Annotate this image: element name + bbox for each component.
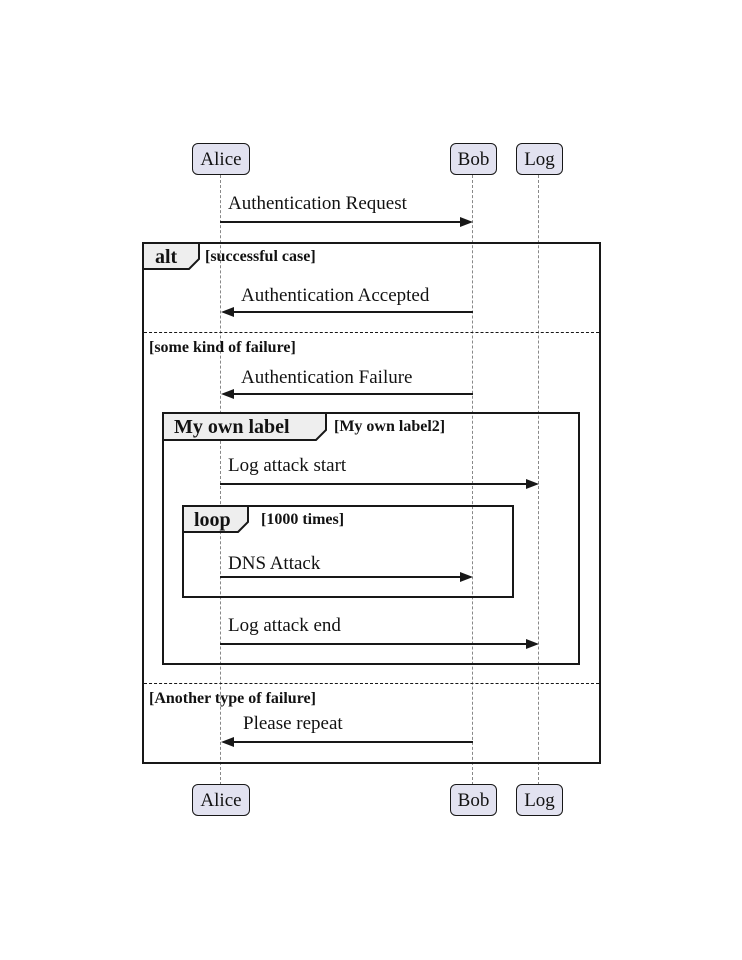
lifeline-alice: [220, 175, 221, 785]
message-line: [220, 483, 527, 485]
loop-frame-tab: [182, 505, 249, 538]
message-label-dns-attack: DNS Attack: [228, 553, 321, 574]
arrowhead-right: [460, 572, 473, 582]
message-line: [220, 221, 461, 223]
message-line: [220, 643, 527, 645]
message-label-authentication-failure: Authentication Failure: [241, 367, 413, 388]
actor-box-log-top: Log: [516, 143, 563, 175]
alt-guard-1: [successful case]: [205, 248, 316, 265]
actor-box-bob-top: Bob: [450, 143, 497, 175]
actor-box-alice-bottom: Alice: [192, 784, 250, 816]
message-line: [233, 741, 473, 743]
message-line: [233, 393, 473, 395]
actor-box-bob-bottom: Bob: [450, 784, 497, 816]
actor-label: Bob: [457, 789, 490, 811]
group-frame-tab: [162, 412, 327, 446]
group-frame: [162, 412, 580, 665]
arrowhead-left: [221, 389, 234, 399]
actor-label: Alice: [200, 148, 242, 170]
group-tab-shape: [162, 412, 327, 441]
actor-label: Alice: [200, 789, 242, 811]
actor-box-alice-top: Alice: [192, 143, 250, 175]
message-line: [220, 576, 461, 578]
alt-guard-3: [Another type of failure]: [149, 690, 316, 707]
alt-guard-2: [some kind of failure]: [149, 339, 296, 356]
loop-tab-shape: [182, 505, 249, 533]
message-label-please-repeat: Please repeat: [243, 713, 343, 734]
message-label-log-attack-end: Log attack end: [228, 615, 341, 636]
arrowhead-left: [221, 307, 234, 317]
message-line: [233, 311, 473, 313]
actor-box-log-bottom: Log: [516, 784, 563, 816]
arrowhead-right: [460, 217, 473, 227]
message-label-authentication-request: Authentication Request: [228, 193, 407, 214]
message-label-authentication-accepted: Authentication Accepted: [241, 285, 430, 306]
arrowhead-right: [526, 639, 539, 649]
arrowhead-right: [526, 479, 539, 489]
alt-frame-tab: [142, 242, 200, 275]
alt-tab-shape: [142, 242, 200, 270]
alt-frame: [142, 242, 601, 764]
loop-operator-label: loop: [194, 509, 231, 531]
alt-operator-label: alt: [155, 246, 178, 268]
lifeline-bob: [472, 175, 473, 785]
actor-label: Bob: [457, 148, 490, 170]
alt-section-divider-2: [144, 683, 599, 684]
group-guard: [My own label2]: [334, 418, 446, 435]
arrowhead-left: [221, 737, 234, 747]
loop-guard: [1000 times]: [261, 511, 345, 528]
group-operator-label: My own label: [174, 416, 290, 438]
loop-frame: [182, 505, 514, 598]
actor-label: Log: [524, 789, 555, 811]
actor-label: Log: [524, 148, 555, 170]
message-label-log-attack-start: Log attack start: [228, 455, 347, 476]
alt-section-divider-1: [144, 332, 599, 333]
